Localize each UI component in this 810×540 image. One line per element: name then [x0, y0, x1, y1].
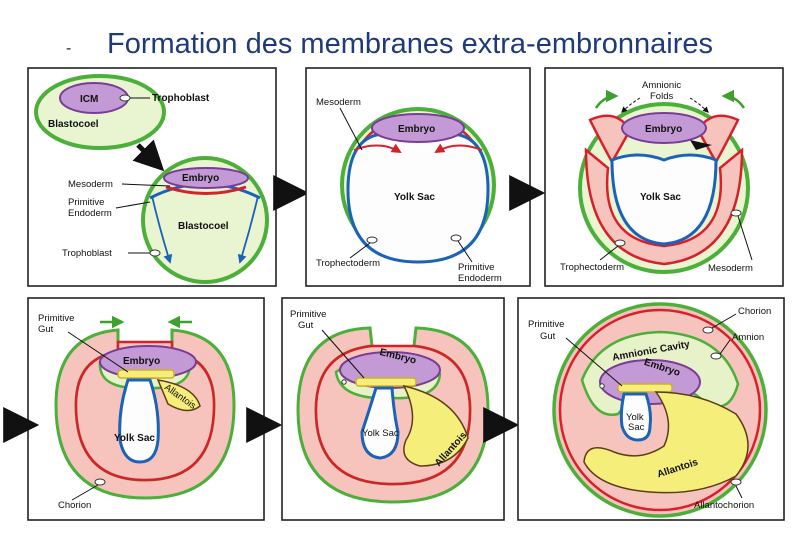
green-arrow-left-3 — [594, 89, 619, 109]
primitive-endoderm-pointer-2 — [450, 234, 462, 242]
trophectoderm-pointer-3 — [614, 239, 626, 247]
embryo-marker-5 — [341, 379, 347, 385]
green-arrow-right-3 — [721, 89, 746, 109]
yolk-sac-label-3: Yolk Sac — [640, 192, 681, 203]
allantochorion-pointer-6 — [730, 478, 742, 486]
mesoderm-line-1 — [121, 183, 171, 187]
yolk-sac-label-2: Yolk Sac — [394, 192, 435, 203]
embryo-label-4: Embryo — [123, 356, 160, 367]
yolk-sac-label-6b: Sac — [628, 422, 645, 433]
primitive-endoderm-label-1b: Endoderm — [68, 208, 112, 219]
panel-5: Embryo Yolk Sac Allantois Primitive Gut — [281, 297, 505, 521]
trophectoderm-pointer-2 — [366, 236, 378, 244]
mesoderm-arrow-left-2 — [353, 143, 402, 154]
amnion-line-6 — [719, 339, 731, 355]
chorion-line-4 — [71, 484, 99, 501]
endoderm-arrow-right — [237, 195, 259, 264]
trophoblast-top-pointer — [119, 94, 131, 102]
primitive-endoderm-line-1 — [115, 201, 151, 209]
allantochorion-label-6: Allantochorion — [694, 500, 754, 511]
yolk-sac-3 — [610, 153, 718, 246]
icm-label: ICM — [80, 94, 98, 105]
mesoderm-arrow-right-2 — [434, 143, 483, 154]
primitive-endoderm-label-2a: Primitive — [458, 262, 494, 273]
allantois-5 — [402, 384, 469, 467]
embryo-disc-3 — [621, 112, 707, 144]
blastocoel-label: Blastocoel — [178, 221, 229, 232]
yolk-sac-label-6a: Yolk — [626, 412, 644, 423]
mesoderm-layer-1 — [165, 185, 247, 195]
allantois-6 — [583, 391, 749, 494]
mesoderm-label-2: Mesoderm — [316, 97, 361, 108]
trophectoderm-line-2 — [349, 242, 371, 259]
embryo-marker-6 — [599, 383, 605, 389]
trophoblast-top-label: Trophoblast — [152, 93, 210, 104]
primitive-gut-line-4 — [67, 331, 129, 373]
mesoderm-line-2 — [339, 107, 363, 151]
panel-3: Embryo Yolk Sac Amnionic Folds Trophecto… — [544, 67, 784, 287]
fold-pointer-right — [689, 97, 709, 113]
panel-2: Embryo Yolk Sac Mesoderm Trophectoderm P… — [305, 67, 531, 287]
embryo-label-3: Embryo — [645, 124, 682, 135]
blastocoel-top-label: Blastocoel — [48, 119, 99, 130]
primitive-gut-6 — [617, 383, 673, 393]
primitive-gut-label-4a: Primitive — [38, 313, 74, 324]
chorion-pointer-6 — [702, 326, 714, 334]
bullet-mark: - — [66, 40, 72, 57]
trophectoderm-label-3: Trophectoderm — [560, 262, 624, 273]
primitive-gut-line-5 — [321, 329, 365, 379]
primitive-endoderm-line-2 — [457, 240, 473, 263]
primitive-gut-label-6a: Primitive — [528, 319, 564, 330]
amnion-pointer-6 — [710, 352, 722, 360]
embryo-disc-2 — [371, 113, 465, 143]
slide-title: Formation des membranes extra-embronnair… — [107, 28, 714, 60]
chorion-label-6: Chorion — [738, 306, 771, 317]
primitive-gut-5 — [355, 377, 417, 387]
embryo-disc-1 — [163, 167, 249, 189]
primitive-endoderm-label-1a: Primitive — [68, 197, 104, 208]
panel-1: ICM Blastocoel Trophoblast Embryo Blasto… — [27, 67, 277, 287]
primitive-gut-label-5b: Gut — [298, 320, 314, 331]
mesoderm-label-1: Mesoderm — [68, 179, 113, 190]
panel-6: Amnionic Cavity Embryo Yolk Sac Allantoi… — [517, 297, 785, 521]
amnionic-folds-label-b: Folds — [650, 91, 673, 102]
yolk-sac-5 — [360, 386, 400, 460]
embryo-label-1: Embryo — [182, 173, 219, 184]
yolk-sac-label-4: Yolk Sac — [114, 433, 155, 444]
trophoblast-bottom-label: Trophoblast — [62, 248, 112, 259]
yolk-sac-4 — [118, 378, 160, 464]
chorion-line-6 — [711, 313, 737, 329]
embryo-label-2: Embryo — [398, 124, 435, 135]
primitive-gut-line-6 — [565, 337, 623, 387]
primitive-gut-label-6b: Gut — [540, 331, 556, 342]
primitive-endoderm-label-2b: Endoderm — [458, 273, 502, 284]
mesoderm-pointer-3 — [730, 209, 742, 217]
mesoderm-label-3: Mesoderm — [708, 263, 753, 274]
panel-4: Embryo Allantois Yolk Sac Primitive Gut … — [27, 297, 265, 521]
mesoderm-line-3 — [737, 215, 753, 261]
amnionic-folds-label-a: Amnionic — [642, 80, 681, 91]
trophectoderm-label-2: Trophectoderm — [316, 258, 380, 269]
chorion-label-4: Chorion — [58, 500, 91, 511]
stage-arrow-diagonal — [132, 139, 165, 172]
trophectoderm-line-3 — [599, 245, 619, 261]
allantochorion-line-6 — [735, 485, 743, 499]
allantois-4 — [156, 379, 201, 412]
trophoblast-bottom-pointer — [149, 249, 161, 257]
amnionic-fold-left-3 — [588, 114, 632, 165]
chorion-pointer-4 — [94, 478, 106, 486]
primitive-gut-4 — [117, 369, 175, 379]
yolk-sac-6 — [619, 392, 652, 442]
mesoderm-cavity-3 — [584, 147, 744, 266]
primitive-gut-label-4b: Gut — [38, 324, 54, 335]
primitive-gut-label-5a: Primitive — [290, 309, 326, 320]
amnion-label-6: Amnion — [732, 332, 764, 343]
yolk-sac-label-5: Yolk Sac — [362, 428, 399, 439]
endoderm-arrow-left — [151, 195, 173, 264]
dark-notch-3 — [690, 140, 712, 150]
fold-pointer-left — [621, 97, 641, 113]
